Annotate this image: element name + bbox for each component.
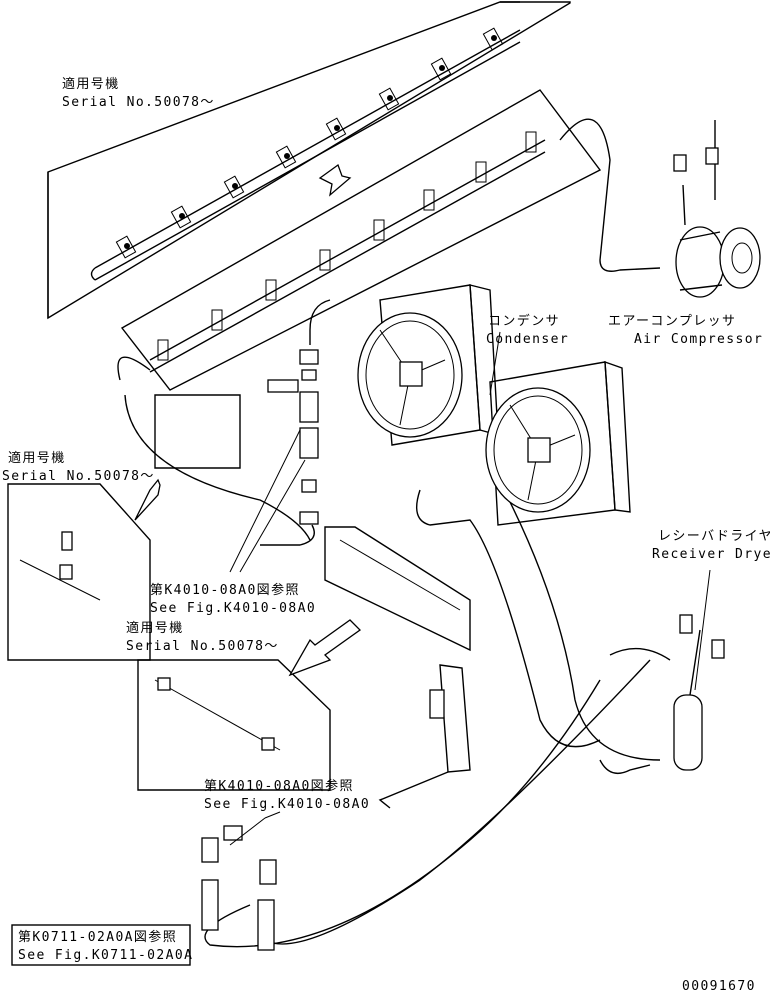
compressor-label-jp: エアーコンプレッサ	[608, 314, 736, 329]
receiver-label-en: Receiver Dryer	[652, 547, 770, 562]
compressor-label-en: Air Compressor	[634, 332, 763, 347]
serial-top-en: Serial No.50078～	[62, 95, 215, 110]
receiver-label-jp: レシーバドライヤ	[658, 529, 770, 544]
leader-lines	[229, 331, 711, 846]
air-compressor	[673, 120, 761, 298]
ref2-label-en: See Fig.K4010-08A0	[204, 797, 370, 812]
serial-mid-en: Serial No.50078～	[126, 639, 279, 654]
serial-left-en: Serial No.50078～	[2, 469, 155, 484]
receiver-dryer	[599, 614, 725, 774]
detail-panel-top	[47, 1, 571, 320]
condenser-1	[357, 284, 499, 446]
main-pipe-panel	[120, 89, 602, 391]
direction-arrows	[134, 163, 362, 677]
serial-top-jp: 適用号機	[62, 76, 120, 92]
detail-panel-mid	[137, 659, 331, 791]
condenser-label-en: Condenser	[486, 332, 569, 347]
ref1-label-jp: 第K4010-08A0図参照	[150, 582, 300, 598]
drawing-number: 00091670	[682, 979, 756, 994]
detail-panel-left	[7, 394, 241, 661]
ref1-label-en: See Fig.K4010-08A0	[150, 601, 316, 616]
detail-panel-small	[324, 526, 471, 652]
center-fittings	[260, 299, 331, 546]
labels: 適用号機 Serial No.50078～ 適用号機 Serial No.500…	[2, 76, 770, 994]
ref3-box	[11, 924, 191, 966]
refrigerant-hoses	[117, 118, 671, 948]
ref2-label-jp: 第K4010-08A0図参照	[204, 778, 354, 794]
bottom-fittings	[201, 825, 277, 951]
ref3-label-en: See Fig.K0711-02A0A	[18, 948, 193, 963]
serial-mid-jp: 適用号機	[126, 620, 184, 636]
condenser-2	[485, 360, 631, 526]
ref3-label-jp: 第K0711-02A0A図参照	[18, 929, 177, 945]
condenser-label-jp: コンデンサ	[488, 313, 560, 329]
serial-left-jp: 適用号機	[8, 450, 66, 466]
bracket	[378, 664, 471, 809]
